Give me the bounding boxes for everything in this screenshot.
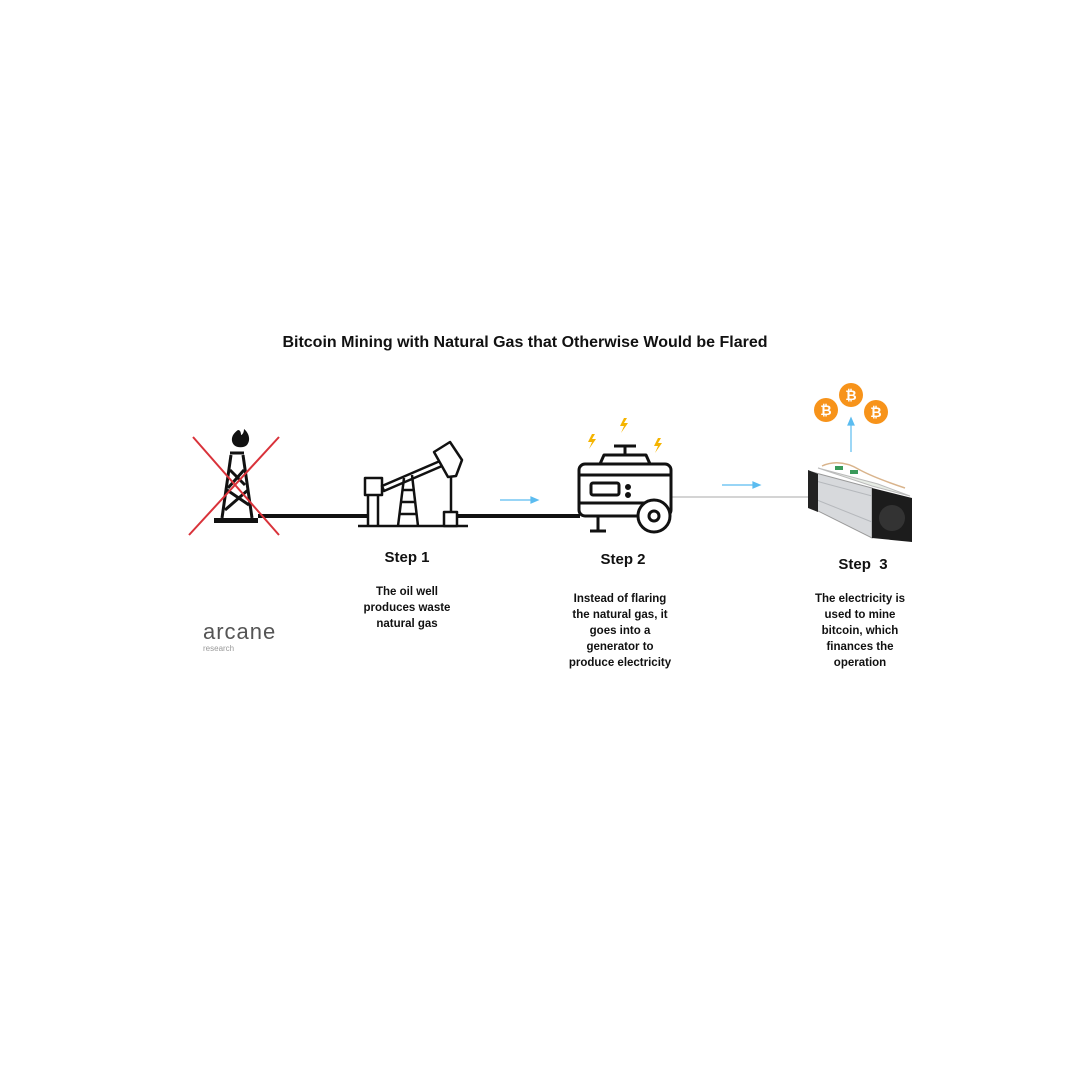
flow-arrow-1	[500, 496, 540, 504]
logo-subtitle: research	[203, 644, 235, 653]
arcane-logo: arcane research	[203, 619, 277, 654]
step-3-line: finances the	[826, 641, 894, 653]
step-2-line: the natural gas, it	[572, 609, 668, 621]
step-3-line: operation	[833, 657, 887, 669]
flow-arrow-up	[847, 416, 855, 452]
oil-pump-jack-icon	[358, 440, 468, 528]
generator-icon	[577, 444, 673, 534]
flow-arrow-2	[722, 481, 762, 489]
step-1-line: The oil well	[376, 586, 438, 598]
diagram-title: Bitcoin Mining with Natural Gas that Oth…	[0, 334, 1080, 352]
step-3-line: bitcoin, which	[821, 625, 899, 637]
flare-tower-icon	[214, 429, 258, 523]
step-2-description: Instead of flaring the natural gas, it g…	[540, 591, 700, 671]
step-3-line: The electricity is	[814, 593, 906, 605]
step-1-line: produces waste	[363, 602, 451, 614]
svg-text:₿: ₿	[845, 387, 856, 403]
svg-text:₿: ₿	[820, 402, 831, 418]
diagram-title-text: Bitcoin Mining with Natural Gas that Oth…	[282, 334, 768, 351]
bitcoin-coin-icon: ₿ ₿ ₿	[814, 383, 888, 424]
step-3-label: Step 3	[838, 556, 888, 573]
step-1-description: The oil well produces waste natural gas	[327, 584, 487, 632]
step-1-line: natural gas	[376, 618, 438, 630]
step-1-label: Step 1	[384, 549, 430, 566]
step-3-line: used to mine	[824, 609, 896, 621]
step-3-description: The electricity is used to mine bitcoin,…	[780, 591, 940, 671]
step-2-line: produce electricity	[568, 657, 672, 669]
step-2-line: Instead of flaring	[573, 593, 667, 605]
step-2-label: Step 2	[600, 551, 646, 568]
svg-text:₿: ₿	[870, 404, 881, 420]
lightning-bolt-icon	[588, 418, 662, 453]
step-2-line: generator to	[586, 641, 654, 653]
logo-name: arcane	[203, 619, 277, 644]
asic-miner-icon	[808, 462, 912, 542]
step-2-line: goes into a	[589, 625, 651, 637]
red-x-icon	[188, 436, 280, 536]
